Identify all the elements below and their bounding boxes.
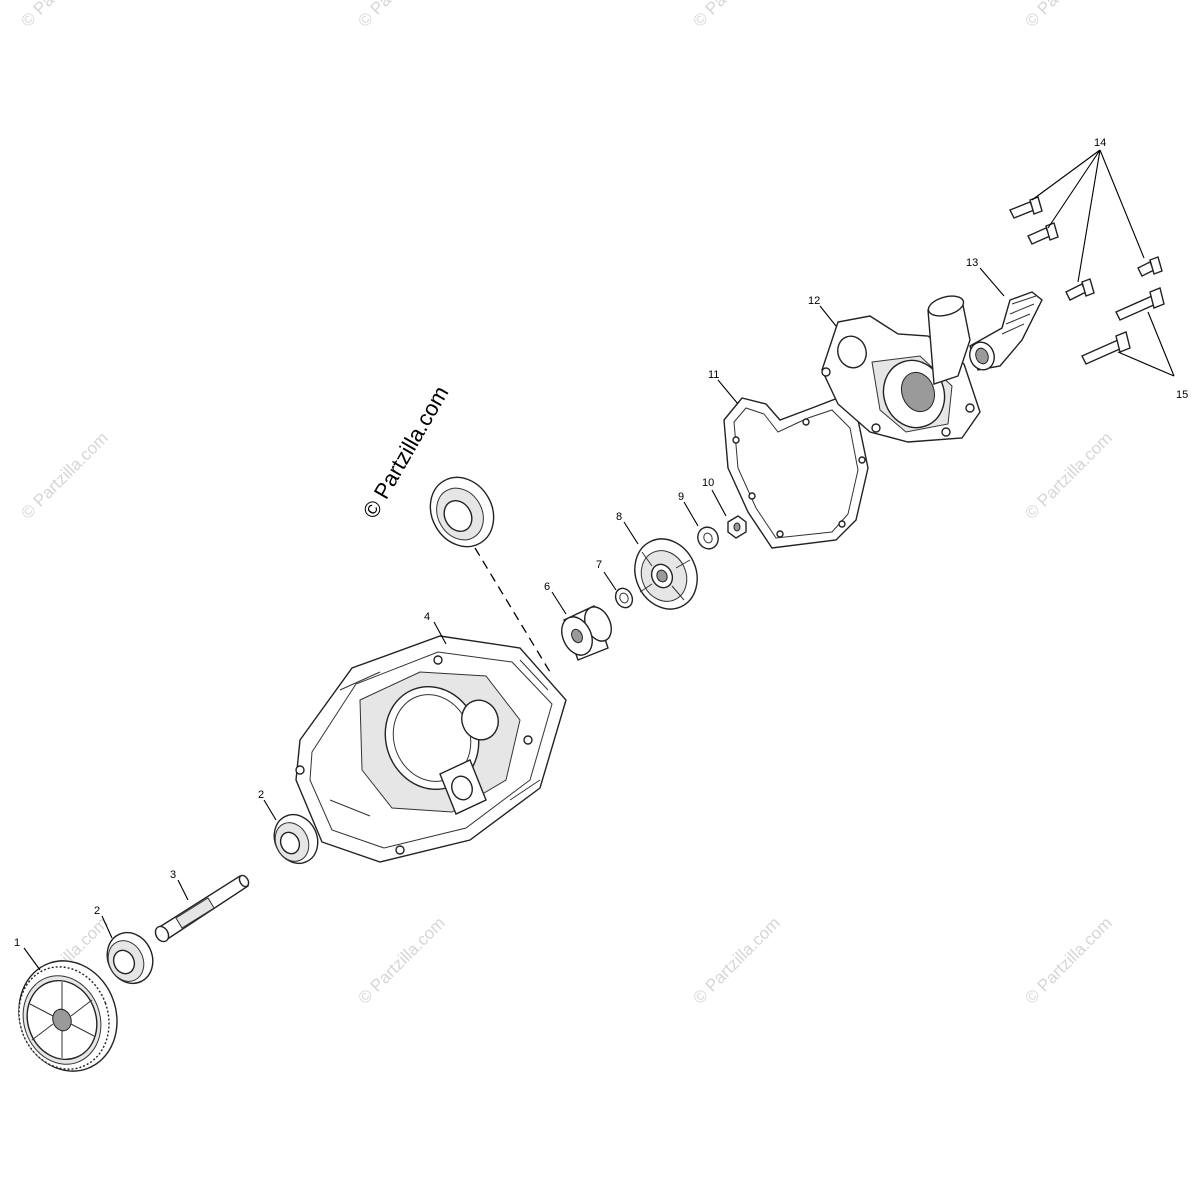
part-3-impeller-shaft — [154, 874, 250, 943]
watermark: © Partzilla.com — [689, 913, 783, 1007]
callout-9: 9 — [678, 491, 684, 503]
watermark: © Partzilla.com — [354, 913, 448, 1007]
part-13-elbow-fitting — [969, 291, 1043, 371]
callout-7: 7 — [596, 559, 602, 571]
watermark: © Partzilla.com — [1021, 0, 1115, 31]
leader-lines — [23, 149, 1175, 971]
watermark: © Partzilla.com — [1021, 913, 1115, 1007]
assembly-dashed-line — [474, 547, 551, 673]
callout-2: 2 — [258, 789, 264, 801]
callout-14: 14 — [1094, 137, 1106, 149]
part-6-spacer — [561, 605, 612, 661]
bolt — [1137, 256, 1163, 277]
watermark-layer: © Partzilla.com © Partzilla.com © Partzi… — [17, 0, 1115, 1008]
watermark: © Partzilla.com — [1021, 428, 1115, 522]
callout-6: 6 — [544, 581, 550, 593]
callout-13: 13 — [966, 257, 978, 269]
long-bolt — [1081, 331, 1131, 365]
watermark: © Partzilla.com — [17, 0, 111, 31]
callout-1: 1 — [14, 937, 20, 949]
part-1-drive-gear — [18, 960, 118, 1072]
part-9-washer — [697, 526, 719, 550]
part-7-washer — [614, 587, 634, 609]
bolt — [1027, 222, 1059, 245]
watermark: © Partzilla.com — [689, 0, 783, 31]
part-8-impeller — [634, 538, 698, 610]
watermark: © Partzilla.com — [354, 0, 448, 31]
callout-11: 11 — [708, 369, 719, 381]
callout-10: 10 — [702, 477, 714, 489]
part-2-bearing-upper — [273, 813, 319, 865]
part-14-bolts — [1009, 196, 1163, 301]
callout-2: 2 — [94, 905, 100, 917]
part-4-pump-housing — [295, 635, 567, 863]
part-2-bearing-lower — [106, 931, 154, 985]
callout-3: 3 — [170, 869, 176, 881]
callout-labels: 1 2 2 3 4 6 7 8 9 10 11 12 13 14 15 — [14, 137, 1188, 949]
part-10-nut — [727, 515, 747, 539]
callout-15: 15 — [1176, 389, 1188, 401]
bolt — [1009, 196, 1043, 219]
callout-4: 4 — [424, 611, 430, 623]
bolt — [1065, 278, 1095, 301]
part-11-gasket — [723, 397, 869, 549]
part-5-oil-seal — [429, 476, 495, 548]
long-bolt — [1115, 287, 1165, 321]
part-15-long-bolts — [1081, 287, 1165, 365]
callout-8: 8 — [616, 511, 622, 523]
watermark: © Partzilla.com — [17, 428, 111, 522]
part-12-pump-cover — [821, 295, 981, 443]
callout-12: 12 — [808, 295, 820, 307]
